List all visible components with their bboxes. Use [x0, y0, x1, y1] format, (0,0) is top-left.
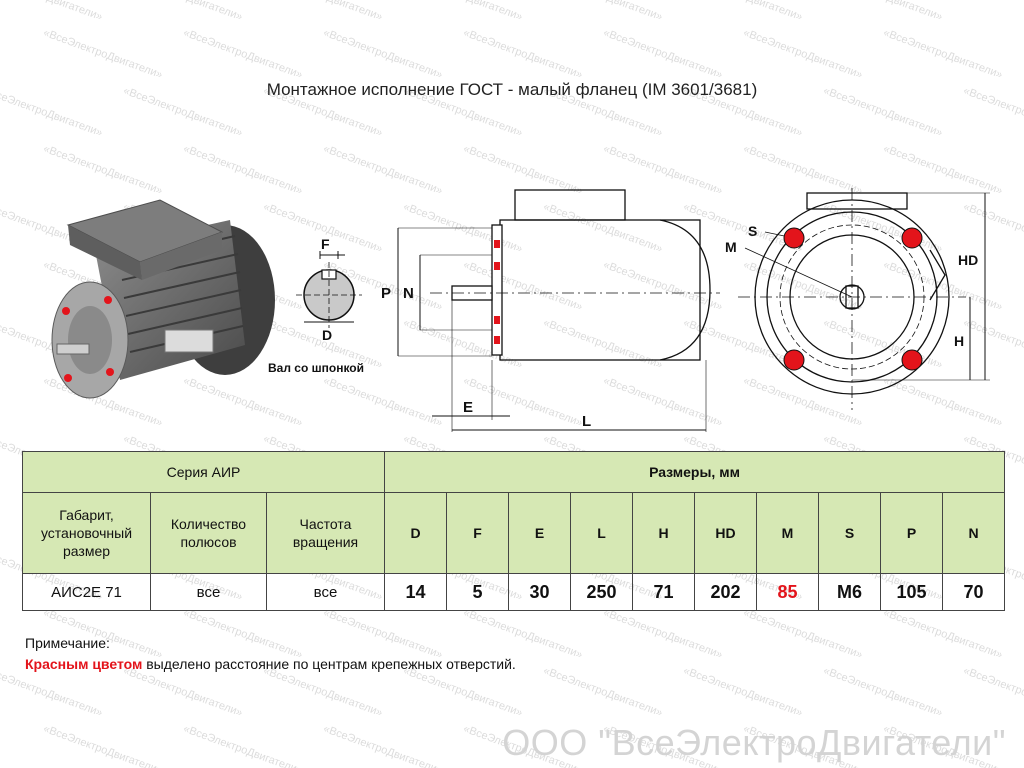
cell-h: 71: [632, 573, 695, 611]
page-title: Монтажное исполнение ГОСТ - малый фланец…: [266, 80, 758, 99]
dim-header-n: N: [942, 492, 1005, 574]
cell-poles: все: [150, 573, 267, 611]
footer-brand: ООО "ВсеЭлектроДвигатели": [502, 722, 1006, 763]
col-speed: Частота вращения: [266, 492, 385, 574]
dim-header-p: P: [880, 492, 943, 574]
note-text: Красным цветом выделено расстояние по це…: [25, 654, 516, 675]
label-n: N: [403, 285, 414, 302]
note-highlight: Красным цветом: [25, 656, 143, 672]
watermark-text: «ВсеЭлектроДвигатели»: [961, 664, 1024, 720]
watermark-text: «ВсеЭлектроДвигатели»: [321, 722, 445, 768]
note-heading: Примечание:: [25, 635, 110, 651]
cell-hd: 202: [694, 573, 757, 611]
technical-drawings: F D Вал со шпонкой P N E L: [51, 188, 990, 432]
note-block: Примечание: Красным цветом выделено расс…: [25, 633, 516, 675]
label-m: M: [725, 239, 737, 255]
watermark-text: «ВсеЭлектроДвигатели»: [821, 664, 945, 720]
watermark-text: «ВсеЭлектроДвигатели»: [741, 606, 865, 662]
dim-header-e: E: [508, 492, 571, 574]
dimensions-header: Размеры, мм: [384, 451, 1005, 493]
col-gabarit: Габарит, установочный размер: [22, 492, 151, 574]
cell-f: 5: [446, 573, 509, 611]
cell-speed: все: [266, 573, 385, 611]
label-f: F: [321, 236, 330, 252]
watermark-text: «ВсеЭлектроДвигатели»: [681, 664, 805, 720]
label-e: E: [463, 399, 473, 416]
cell-n: 70: [942, 573, 1005, 611]
side-view-drawing: [397, 189, 720, 432]
col-poles: Количество полюсов: [150, 492, 267, 574]
dim-header-m: M: [756, 492, 819, 574]
watermark-text: «ВсеЭлектроДвигатели»: [601, 606, 725, 662]
watermark-text: «ВсеЭлектроДвигатели»: [41, 722, 165, 768]
dim-header-s: S: [818, 492, 881, 574]
dim-header-d: D: [384, 492, 447, 574]
mounting-hole-top-right: [901, 227, 923, 249]
mounting-hole-bottom-left: [783, 349, 805, 371]
front-view-drawing: [738, 188, 990, 410]
cell-p: 105: [880, 573, 943, 611]
shaft-section: F D: [296, 236, 362, 343]
shaft-caption: Вал со шпонкой: [268, 361, 364, 375]
label-s: S: [748, 223, 757, 239]
label-hd: HD: [958, 252, 978, 268]
motor-photo: [51, 199, 275, 399]
dim-header-hd: HD: [694, 492, 757, 574]
mounting-hole-bottom-right: [901, 349, 923, 371]
dim-header-f: F: [446, 492, 509, 574]
dim-header-l: L: [570, 492, 633, 574]
mounting-hole-top-left: [783, 227, 805, 249]
cell-s: M6: [818, 573, 881, 611]
label-d: D: [322, 327, 332, 343]
dimensions-table: Серия АИР Размеры, мм Габарит, установоч…: [22, 451, 1005, 611]
label-l: L: [582, 413, 591, 430]
cell-e: 30: [508, 573, 571, 611]
note-body: выделено расстояние по центрам крепежных…: [142, 656, 516, 672]
label-h: H: [954, 333, 964, 349]
cell-m: 85: [756, 573, 819, 611]
cell-gabarit: АИС2Е 71: [22, 573, 151, 611]
table-row: АИС2Е 71 все все 14 5 30 250 71 202 85 M…: [22, 573, 1005, 611]
dim-header-h: H: [632, 492, 695, 574]
watermark-text: «ВсеЭлектроДвигатели»: [881, 606, 1005, 662]
series-header: Серия АИР: [22, 451, 385, 493]
label-p: P: [381, 285, 391, 302]
cell-l: 250: [570, 573, 633, 611]
watermark-text: «ВсеЭлектроДвигатели»: [541, 664, 665, 720]
watermark-text: «ВсеЭлектроДвигатели»: [181, 722, 305, 768]
cell-d: 14: [384, 573, 447, 611]
